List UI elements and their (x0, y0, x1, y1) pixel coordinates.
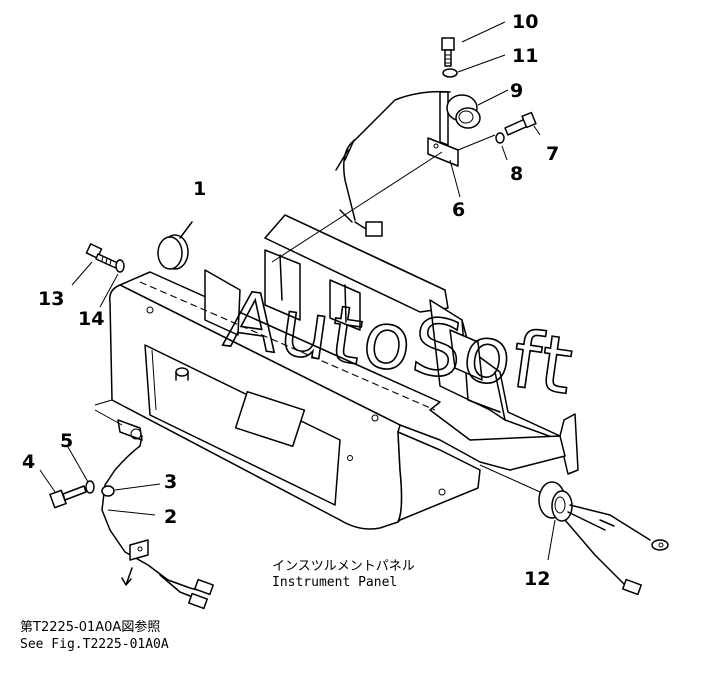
reference-note-jp: 第T2225-01A0A図参照 (20, 619, 160, 635)
callout-3: 3 (164, 471, 177, 493)
part-7-screw (504, 111, 537, 136)
part-11-washer (442, 68, 458, 78)
part-14-washer (115, 259, 125, 273)
callout-1: 1 (193, 178, 206, 200)
panel-label-jp: インスツルメントパネル (272, 559, 415, 574)
upper-wiring-harness (335, 90, 451, 237)
panel-label-en: Instrument Panel (272, 575, 397, 590)
callout-12: 12 (524, 568, 550, 590)
part-5-washer (85, 480, 95, 494)
part-13-bolt (85, 243, 121, 270)
callout-9: 9 (510, 80, 523, 102)
callout-labels: 1 2 3 4 5 6 7 8 9 10 11 12 13 14 (22, 11, 559, 590)
callout-11: 11 (512, 45, 538, 67)
callout-10: 10 (512, 11, 538, 33)
callout-14: 14 (78, 308, 104, 330)
part-1-cap (157, 221, 193, 270)
callout-2: 2 (164, 506, 177, 528)
callout-13: 13 (38, 288, 64, 310)
part-8-washer (495, 132, 505, 144)
part-9-lamp (446, 94, 481, 129)
part-6-bracket (427, 91, 459, 167)
part-12-grommet-harness (538, 481, 669, 596)
reference-note-en: See Fig.T2225-01A0A (20, 637, 169, 652)
callout-4: 4 (22, 451, 35, 473)
callout-5: 5 (60, 430, 73, 452)
instrument-panel-body (94, 214, 579, 530)
part-4-bolt (49, 485, 87, 509)
lower-left-harness (101, 419, 214, 610)
callout-8: 8 (510, 163, 523, 185)
callout-7: 7 (546, 143, 559, 165)
callout-6: 6 (452, 199, 465, 221)
part-10-bolt (441, 37, 455, 67)
